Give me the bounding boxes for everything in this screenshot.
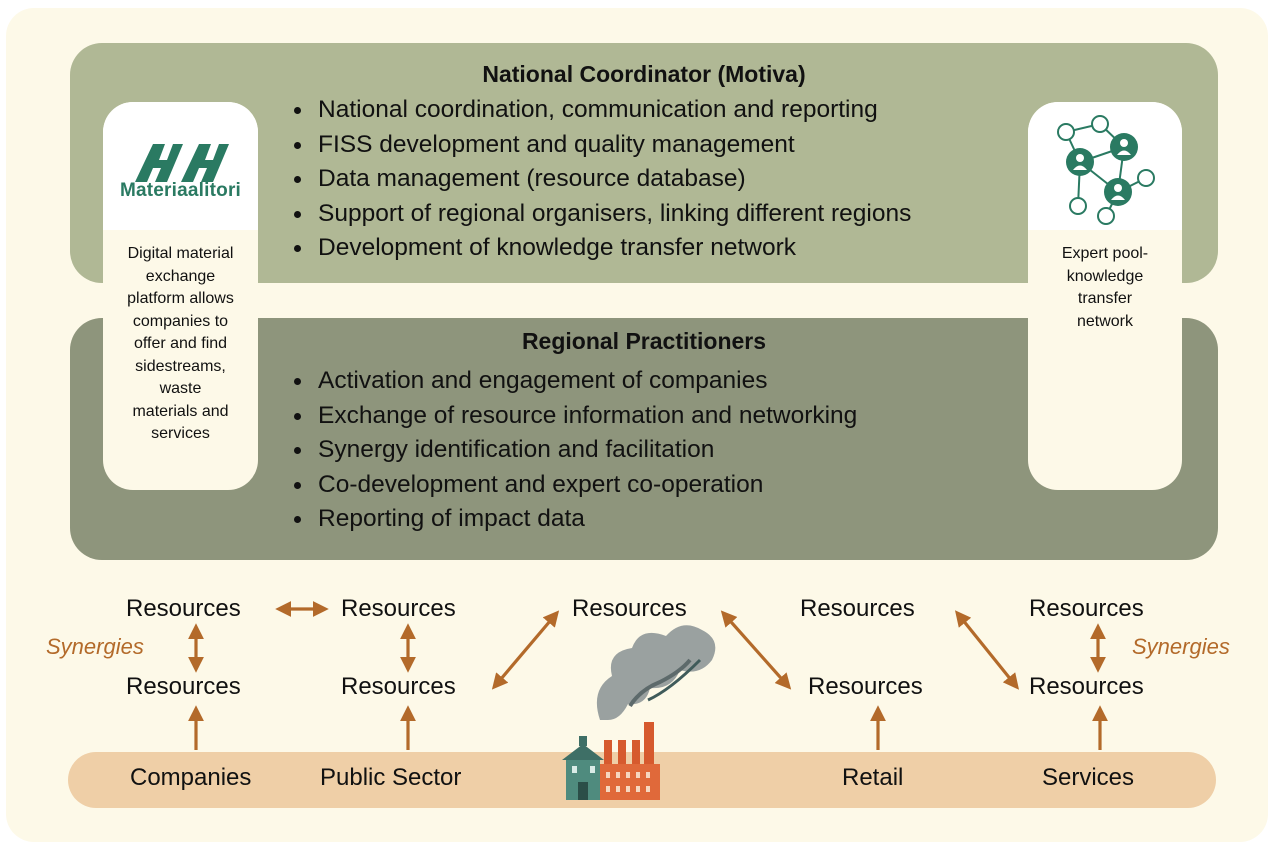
materiaalitori-logo-icon	[135, 144, 229, 182]
regional-item: Activation and engagement of companies	[280, 364, 857, 399]
exchange-arrow	[720, 610, 792, 690]
description-line: Expert pool-	[1061, 245, 1149, 262]
resources-label: Resources	[800, 595, 915, 622]
synergies-label-right: Synergies	[1132, 634, 1230, 659]
resources-label: Resources	[341, 595, 456, 622]
synergies-label-left: Synergies	[46, 634, 144, 659]
logo-panel	[103, 102, 258, 230]
sector-companies: Companies	[130, 764, 252, 791]
resources-label: Resources	[126, 595, 241, 622]
factory-icon	[562, 625, 716, 800]
expert-pool-card: Expert pool- knowledge transfer network	[1028, 102, 1182, 490]
regional-title: Regional Practitioners	[521, 328, 767, 354]
materiaalitori-logo-text: Materiaalitori	[119, 180, 242, 201]
sector-retail: Retail	[842, 764, 904, 791]
materiaalitori-description: Digital material exchange platform allow…	[103, 243, 258, 446]
resources-label: Resources	[572, 595, 687, 622]
national-item: FISS development and quality management	[280, 128, 911, 163]
regional-item: Exchange of resource information and net…	[280, 399, 857, 434]
description-line: waste	[159, 380, 202, 397]
exchange-arrow	[491, 610, 560, 690]
description-line: knowledge	[1066, 267, 1144, 285]
description-line: sidestreams,	[135, 357, 226, 375]
national-bullet-list: National coordination, communication and…	[280, 93, 911, 266]
national-title: National Coordinator (Motiva)	[482, 61, 806, 87]
national-item: Data management (resource database)	[280, 162, 911, 197]
network-people-icon	[1057, 115, 1155, 225]
description-line: Digital material	[127, 245, 234, 262]
resources-label: Resources	[1029, 673, 1144, 700]
regional-item: Synergy identification and facilitation	[280, 433, 857, 468]
sector-services: Services	[1042, 764, 1135, 791]
national-item: National coordination, communication and…	[280, 93, 911, 128]
sector-public-sector: Public Sector	[320, 764, 462, 791]
description-line: companies to	[132, 312, 229, 330]
national-item: Support of regional organisers, linking …	[280, 197, 911, 232]
national-item: Development of knowledge transfer networ…	[280, 231, 911, 266]
resources-label: Resources	[341, 673, 456, 700]
description-line: exchange	[145, 267, 216, 285]
description-line: network	[1076, 312, 1134, 330]
regional-item: Co-development and expert co-operation	[280, 468, 857, 503]
description-line: materials and	[132, 402, 229, 420]
resources-label: Resources	[1029, 595, 1144, 622]
description-line: offer and find	[133, 335, 228, 352]
regional-practitioners-band: Regional Practitioners Activation and en…	[70, 318, 1218, 560]
description-line: transfer	[1077, 290, 1133, 307]
regional-bullet-list: Activation and engagement of companies E…	[280, 364, 857, 537]
expert-pool-description: Expert pool- knowledge transfer network	[1028, 243, 1182, 333]
description-line: platform allows	[127, 290, 234, 307]
resources-label: Resources	[808, 673, 923, 700]
regional-item: Reporting of impact data	[280, 502, 857, 537]
national-coordinator-band: National Coordinator (Motiva) National c…	[70, 43, 1218, 283]
resources-label: Resources	[126, 673, 241, 700]
description-line: services	[151, 425, 210, 442]
materiaalitori-card: Materiaalitori Digital material exchange…	[103, 102, 258, 490]
exchange-arrow	[954, 610, 1020, 690]
